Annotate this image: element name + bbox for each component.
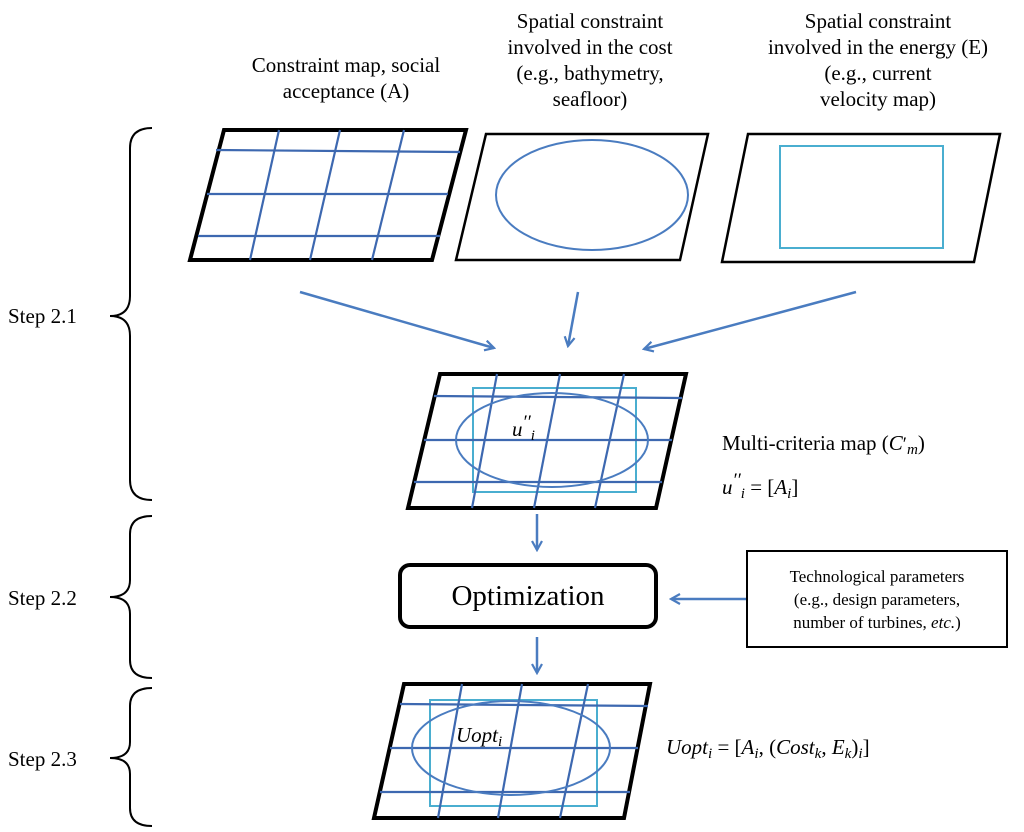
step-2-2-label: Step 2.2	[8, 586, 77, 610]
multi-criteria-map	[405, 372, 689, 510]
cost-constraint-label: Spatial constraint involved in the cost …	[507, 9, 673, 111]
technological-parameters-box: Technological parameters (e.g., design p…	[746, 550, 1008, 648]
result-equation: Uopti = [Ai, (Costk, Ek)i]	[666, 735, 870, 762]
step-2-1-label: Step 2.1	[8, 304, 77, 328]
converge-arrows	[299, 290, 857, 349]
multi-criteria-equation: u′′i = [Ai]	[722, 470, 799, 502]
flow-arrows	[537, 514, 746, 673]
energy-constraint-map	[720, 132, 1002, 264]
cost-constraint-map	[454, 132, 710, 262]
optimization-box: Optimization	[398, 563, 658, 629]
energy-constraint-label: Spatial constraint involved in the energ…	[767, 9, 989, 111]
optimal-result-map	[371, 682, 653, 820]
constraint-map-label: Constraint map, social acceptance (A)	[251, 53, 441, 103]
constraint-map-a	[187, 128, 469, 262]
cell-uopt-label: Uopti	[456, 723, 503, 750]
cell-u-label: u′′i	[512, 412, 535, 444]
step-braces	[109, 127, 153, 827]
step-2-3-label: Step 2.3	[8, 747, 77, 771]
optimization-label: Optimization	[451, 579, 605, 612]
multi-criteria-title: Multi-criteria map (C′m)	[722, 431, 925, 458]
